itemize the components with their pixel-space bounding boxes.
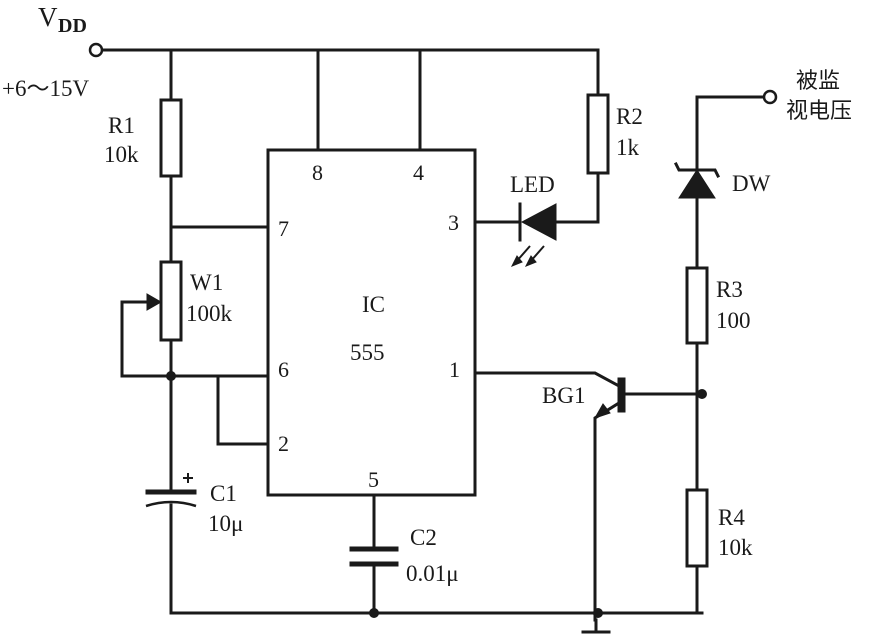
r2-resistor [586, 93, 610, 175]
c1-to-ground-wire [169, 503, 704, 615]
vdd-terminal [88, 42, 104, 58]
ic-pin-7-label: 7 [278, 216, 289, 241]
monitored-input-wire [695, 95, 766, 172]
ic-name-label: IC [362, 292, 385, 317]
ground-symbol [581, 618, 611, 634]
bg1-emitter-arrow [593, 403, 611, 419]
r1-value-label: 10k [104, 142, 139, 167]
r1-ref-label: R1 [108, 113, 135, 138]
zener-diode-dw [673, 161, 721, 199]
bg1-ref-label: BG1 [542, 383, 585, 408]
node-dot-emitter-ground [593, 608, 603, 618]
w1-wiper-arrow [146, 293, 163, 311]
supply-rail-wire [101, 48, 600, 97]
supply-range-label: +6～15V [2, 76, 89, 101]
r1-resistor [159, 98, 183, 178]
ic-pin-3-label: 3 [448, 210, 459, 235]
r4-value-label: 10k [718, 535, 753, 560]
monitored-label-line2: 视电压 [786, 99, 852, 124]
dw-ref-label: DW [732, 171, 771, 196]
ic-pin-6-label: 6 [278, 357, 289, 382]
ic-pin-5-label: 5 [368, 467, 379, 492]
node-dot-w1 [166, 371, 176, 381]
r2-to-led-wire [554, 171, 600, 224]
ic-555-body [266, 148, 477, 497]
pin1-wire [473, 371, 622, 389]
ic-pin-1-label: 1 [449, 357, 460, 382]
c1-ref-label: C1 [210, 481, 237, 506]
r4-resistor [685, 488, 709, 568]
labels: V DD +6～15V 被监 视电压 R1 10k W1 100k R2 1k … [2, 2, 852, 586]
ic-pin-8-label: 8 [312, 160, 323, 185]
bg1-emitter-wire [593, 400, 622, 622]
pin2-wire [216, 374, 270, 446]
r2-value-label: 1k [616, 135, 640, 160]
monitored-terminal [762, 89, 778, 105]
w1-value-label: 100k [186, 301, 233, 326]
c1-value-label: 10μ [208, 511, 243, 536]
w1-ref-label: W1 [190, 270, 223, 295]
c1-capacitor [145, 473, 197, 508]
c2-capacitor [349, 546, 399, 567]
r3-ref-label: R3 [716, 277, 743, 302]
r3-value-label: 100 [716, 308, 751, 333]
node-dot-c2-ground [369, 608, 379, 618]
c2-value-label: 0.01μ [406, 561, 459, 586]
w1-potentiometer [159, 260, 183, 342]
w1-wiper-loop-wire [120, 300, 173, 378]
monitored-label-line1: 被监 [796, 69, 840, 94]
led-diode [510, 202, 557, 267]
r4-ref-label: R4 [718, 505, 745, 530]
ic-pin-2-label: 2 [278, 431, 289, 456]
r3-resistor [685, 266, 709, 345]
node-dot-base [697, 389, 707, 399]
led-ref-label: LED [510, 172, 555, 197]
bg1-transistor [593, 377, 626, 419]
r2-ref-label: R2 [616, 104, 643, 129]
c2-ref-label: C2 [410, 525, 437, 550]
vdd-label-sub: DD [58, 15, 87, 37]
ic-pin-4-label: 4 [413, 160, 424, 185]
ic-type-label: 555 [350, 340, 385, 365]
c1-plus-sign [183, 473, 193, 483]
vdd-label-main: V [38, 2, 58, 32]
